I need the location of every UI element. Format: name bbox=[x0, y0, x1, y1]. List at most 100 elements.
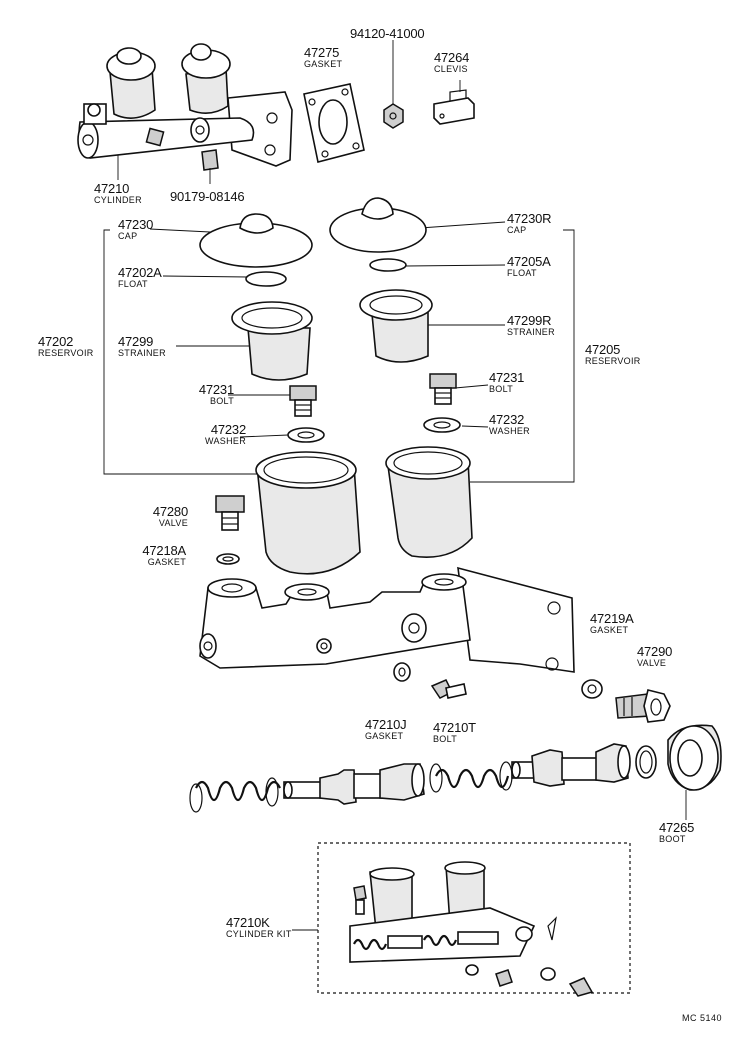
valve-47290 bbox=[615, 689, 671, 723]
label-47232-left: 47232 WASHER bbox=[192, 423, 246, 446]
part-name: CYLINDER KIT bbox=[226, 929, 292, 939]
part-number: 47210 bbox=[94, 181, 130, 196]
label-94120: 94120-41000 bbox=[350, 26, 425, 41]
nut-94120 bbox=[383, 40, 404, 129]
part-number: 47264 bbox=[434, 50, 470, 65]
part-name: GASKET bbox=[590, 625, 629, 635]
part-number: 47210T bbox=[433, 720, 476, 735]
label-47299: 47299 STRAINER bbox=[118, 335, 166, 358]
cylinder-body bbox=[199, 566, 575, 673]
part-name: GASKET bbox=[304, 59, 343, 69]
part-number: 47230R bbox=[507, 211, 552, 226]
part-name: FLOAT bbox=[507, 268, 537, 278]
label-47231-left: 47231 BOLT bbox=[188, 383, 234, 406]
label-47230R: 47230R CAP bbox=[507, 211, 552, 235]
gasket-plate-47275 bbox=[303, 83, 365, 163]
clevis-47264 bbox=[433, 80, 475, 125]
part-number: 47232 bbox=[489, 412, 525, 427]
part-number: 47202A bbox=[118, 265, 162, 280]
part-number: 47202 bbox=[38, 334, 74, 349]
cap-left bbox=[199, 213, 313, 268]
part-number: 47219A bbox=[590, 611, 634, 626]
cap-right bbox=[329, 197, 427, 253]
part-number: 94120-41000 bbox=[350, 26, 425, 41]
piston-secondary bbox=[283, 763, 425, 805]
label-47202: 47202 RESERVOIR bbox=[38, 335, 94, 358]
label-47264: 47264 CLEVIS bbox=[434, 51, 469, 74]
part-number: 90179-08146 bbox=[170, 189, 245, 204]
part-name: CAP bbox=[507, 225, 527, 235]
cylinder-kit-box bbox=[292, 842, 631, 997]
label-47210: 47210 CYLINDER bbox=[94, 182, 142, 205]
part-number: 47231 bbox=[198, 382, 234, 397]
part-number: 47231 bbox=[489, 370, 525, 385]
strainer-left bbox=[231, 301, 313, 381]
part-name: CAP bbox=[118, 231, 138, 241]
part-number: 47232 bbox=[210, 422, 246, 437]
snap-ring bbox=[635, 745, 657, 779]
part-name: VALVE bbox=[158, 518, 188, 528]
gasket-47218A bbox=[216, 553, 240, 565]
label-47275: 47275 GASKET bbox=[304, 46, 342, 69]
part-name: FLOAT bbox=[118, 279, 148, 289]
part-number: 47210J bbox=[365, 717, 407, 732]
part-name: BOLT bbox=[209, 396, 234, 406]
bolt-47231-right bbox=[429, 373, 457, 405]
part-number: 47230 bbox=[118, 217, 154, 232]
washer-47232-left bbox=[287, 427, 325, 443]
label-47231-right: 47231 BOLT bbox=[489, 371, 524, 394]
reservoir-bracket-left bbox=[103, 228, 292, 475]
spring-center bbox=[429, 761, 513, 793]
label-47265: 47265 BOOT bbox=[659, 821, 694, 844]
reservoir-body-right bbox=[385, 446, 473, 558]
master-cylinder-assembly bbox=[77, 43, 293, 184]
float-left bbox=[245, 271, 287, 287]
label-47205A: 47205A FLOAT bbox=[507, 255, 551, 278]
label-47210K: 47210K CYLINDER KIT bbox=[226, 916, 292, 939]
part-number: 47275 bbox=[304, 45, 340, 60]
part-name: RESERVOIR bbox=[585, 356, 641, 366]
part-name: WASHER bbox=[205, 436, 246, 446]
part-name: CYLINDER bbox=[94, 195, 142, 205]
part-number: 47299 bbox=[118, 334, 154, 349]
label-47290: 47290 VALVE bbox=[637, 645, 672, 668]
gasket-47219A bbox=[581, 679, 603, 699]
label-47219A: 47219A GASKET bbox=[590, 612, 634, 635]
float-right bbox=[369, 258, 407, 272]
part-number: 47205A bbox=[507, 254, 551, 269]
label-47210T: 47210T BOLT bbox=[433, 721, 476, 744]
boot-47265 bbox=[667, 724, 722, 820]
part-number: 47290 bbox=[637, 644, 673, 659]
valve-47280 bbox=[215, 495, 245, 531]
bolt-47231-left bbox=[289, 385, 317, 417]
label-47299R: 47299R STRAINER bbox=[507, 314, 555, 337]
label-47230: 47230 CAP bbox=[118, 218, 153, 241]
part-name: BOLT bbox=[433, 734, 458, 744]
label-47205: 47205 RESERVOIR bbox=[585, 343, 641, 366]
gasket-47210J bbox=[393, 662, 411, 682]
part-name: GASKET bbox=[147, 557, 186, 567]
reservoir-body-left bbox=[255, 451, 361, 575]
spring-left bbox=[189, 777, 281, 813]
part-number: 47280 bbox=[152, 504, 188, 519]
reservoir-bracket-right bbox=[405, 221, 575, 483]
part-name: GASKET bbox=[365, 731, 404, 741]
part-number: 47265 bbox=[659, 820, 695, 835]
part-name: BOLT bbox=[489, 384, 514, 394]
part-name: STRAINER bbox=[507, 327, 555, 337]
label-47232-right: 47232 WASHER bbox=[489, 413, 530, 436]
piston-primary bbox=[511, 743, 631, 787]
diagram-code: MC 5140 bbox=[682, 1013, 723, 1023]
part-name: VALVE bbox=[637, 658, 667, 668]
label-47218A: 47218A GASKET bbox=[128, 544, 186, 567]
washer-47232-right bbox=[423, 417, 461, 433]
label-47202A: 47202A FLOAT bbox=[118, 266, 162, 289]
part-name: CLEVIS bbox=[434, 64, 468, 74]
part-name: RESERVOIR bbox=[38, 348, 94, 358]
strainer-right bbox=[359, 289, 433, 363]
part-name: BOOT bbox=[659, 834, 686, 844]
label-47280: 47280 VALVE bbox=[140, 505, 188, 528]
part-number: 47205 bbox=[585, 342, 621, 357]
bolt-47210T bbox=[430, 679, 467, 699]
